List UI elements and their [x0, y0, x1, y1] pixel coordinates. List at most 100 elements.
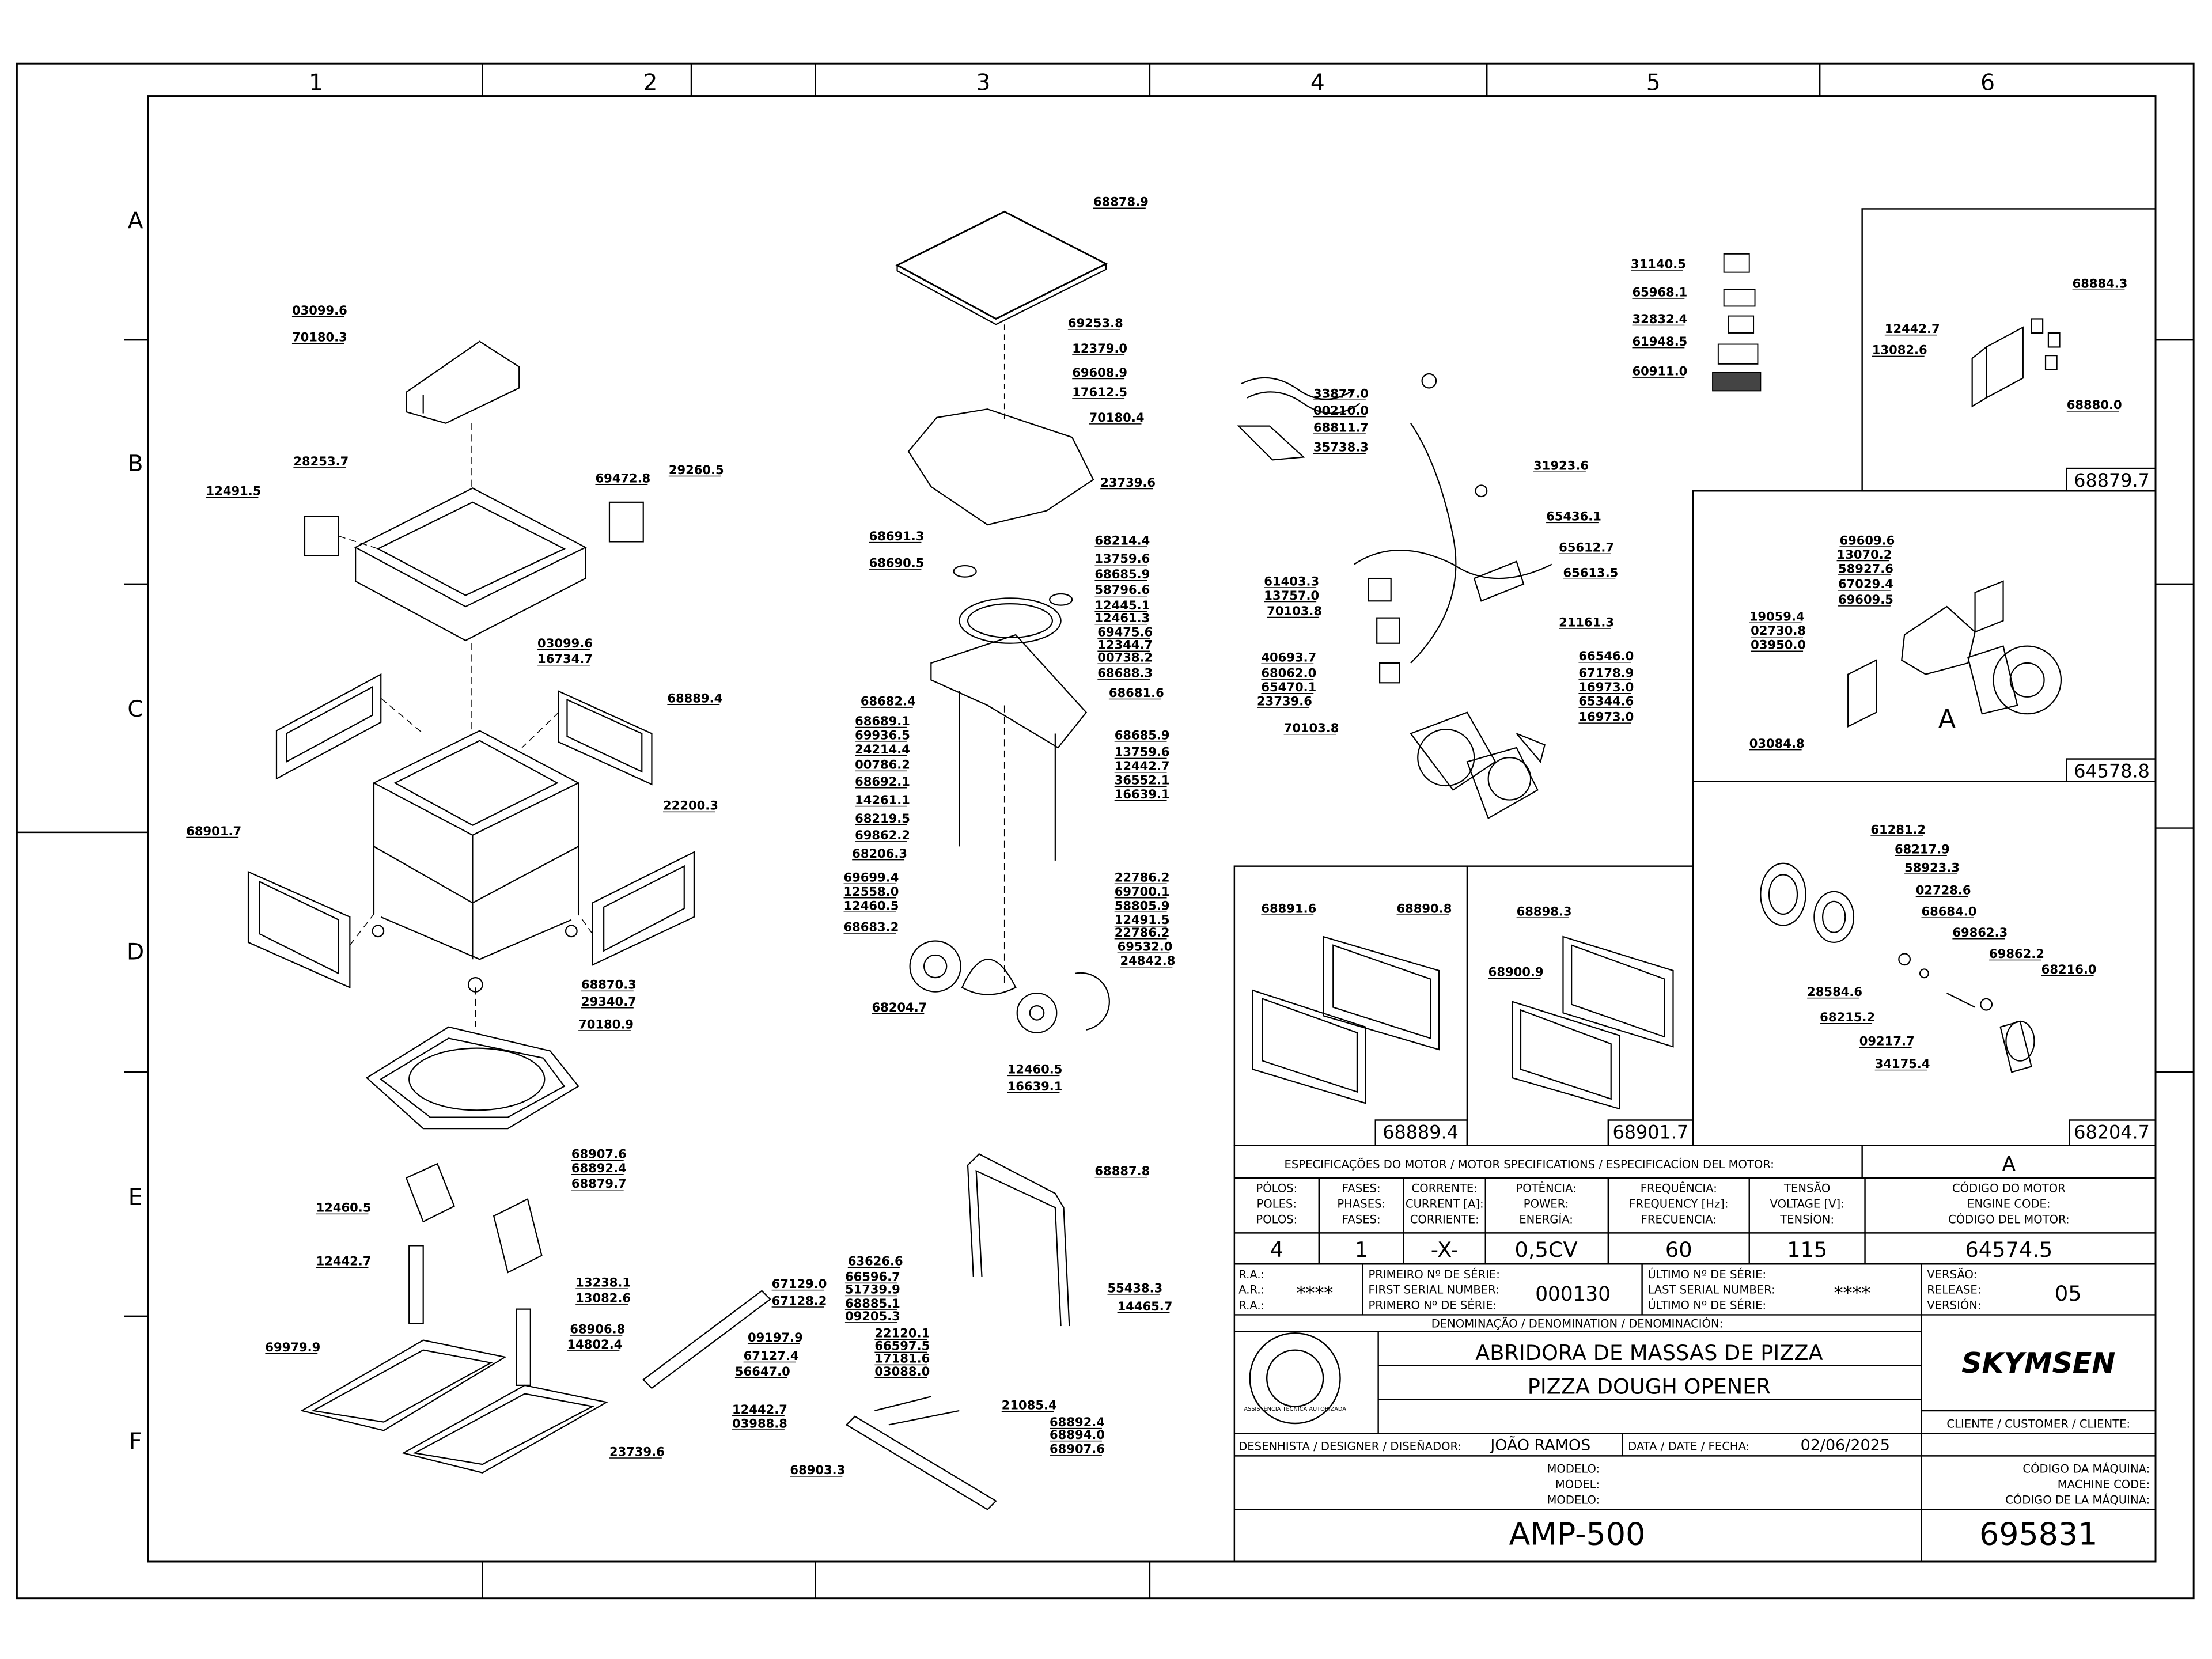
part-number-label: 69472.8 [595, 471, 650, 486]
part-number-label: 58796.6 [1094, 582, 1150, 597]
part-number-label: 65470.1 [1261, 680, 1316, 694]
part-number-label: 02730.8 [1751, 623, 1806, 638]
part-number-label: 03099.6 [292, 303, 347, 317]
part-number-label: 68907.6 [571, 1147, 627, 1161]
part-number-label: 68879.7 [571, 1176, 627, 1191]
part-number-label: 68907.6 [1050, 1441, 1105, 1456]
subpanel-id-top-right: 68879.7 [2074, 469, 2150, 491]
part-number-label: 09205.3 [845, 1309, 900, 1323]
part-number-label: 68894.0 [1050, 1427, 1105, 1442]
part-number-label: 23739.6 [1257, 694, 1312, 708]
title-block-text: ESPECIFICAÇÕES DO MOTOR / MOTOR SPECIFIC… [1238, 1153, 2150, 1552]
motor-drawing [1847, 580, 2062, 728]
part-number-label: 69532.0 [1118, 940, 1173, 954]
grid-col-3: 3 [976, 70, 990, 96]
part-number-label: 69609.5 [1838, 592, 1893, 607]
col-polos-es: POLOS: [1256, 1213, 1297, 1226]
part-number-label: 68683.2 [843, 919, 899, 934]
spec-header: ESPECIFICAÇÕES DO MOTOR / MOTOR SPECIFIC… [1284, 1158, 1774, 1171]
part-number-label: 68684.0 [1922, 904, 1977, 918]
part-number-label: 68689.1 [855, 714, 910, 728]
part-number-label: 68900.9 [1488, 965, 1544, 979]
col-frecuencia: FRECUENCIA: [1641, 1213, 1717, 1226]
part-number-label: 56647.0 [735, 1364, 790, 1378]
part-number-label: 17181.6 [874, 1351, 930, 1366]
part-number-label: 29260.5 [669, 463, 724, 477]
subpanel-id-motor: 64578.8 [2074, 760, 2150, 782]
last-serial-label-en: LAST SERIAL NUMBER: [1647, 1283, 1775, 1297]
grid-row-d: D [127, 939, 144, 965]
part-number-label: 22200.3 [663, 798, 718, 813]
part-number-label: 69608.9 [1072, 365, 1127, 380]
part-number-label: 67128.2 [772, 1293, 827, 1308]
part-number-label: 14261.1 [855, 793, 910, 807]
col-corriente: CORRIENTE: [1410, 1213, 1479, 1226]
col-tension: TENSÍON: [1779, 1213, 1834, 1226]
value-phases: 1 [1355, 1237, 1368, 1262]
electrical-assembly [1237, 373, 1552, 820]
authorized-service-seal: ASSISTÊNCIA TÉCNICA AUTORIZADA [1244, 1405, 1346, 1412]
part-number-label: 12491.5 [1115, 912, 1170, 927]
part-number-label: 14802.4 [567, 1337, 622, 1351]
part-number-label: 68204.7 [872, 1000, 927, 1014]
part-number-label: 70180.4 [1089, 410, 1145, 425]
part-number-label: 35738.3 [1313, 440, 1369, 454]
part-number-label: 58927.6 [1838, 561, 1893, 575]
grid-col-6: 6 [1980, 70, 1995, 96]
part-number-label: 65344.6 [1578, 694, 1634, 708]
last-serial-label-pt: ÚLTIMO Nº DE SÉRIE: [1647, 1267, 1766, 1281]
date-label: DATA / DATE / FECHA: [1628, 1440, 1749, 1453]
part-number-label: 69979.9 [265, 1340, 320, 1354]
col-energia: ENERGÍA: [1519, 1213, 1573, 1226]
col-power: POWER: [1524, 1197, 1569, 1210]
part-number-label: 69609.6 [1839, 533, 1895, 547]
part-number-label: 65613.5 [1563, 566, 1618, 580]
grid-column-labels: 1 2 3 4 5 6 [309, 70, 1995, 96]
product-name-en: PIZZA DOUGH OPENER [1528, 1374, 1771, 1399]
part-number-label: 68891.6 [1261, 901, 1316, 915]
part-number-label: 12491.5 [206, 484, 262, 498]
part-number-label: 13759.6 [1115, 745, 1170, 759]
part-number-label: 12460.5 [843, 899, 899, 913]
part-number-label: 69475.6 [1097, 624, 1153, 639]
col-corrente: CORRENTE: [1412, 1181, 1478, 1195]
part-number-label: 69253.8 [1068, 316, 1123, 330]
part-number-label: 68681.6 [1109, 685, 1164, 700]
part-number-label: 33877.0 [1313, 387, 1369, 401]
part-number-label: 03088.0 [874, 1364, 930, 1378]
part-number-label: 13070.2 [1837, 547, 1892, 562]
part-number-label: 58805.9 [1115, 899, 1170, 913]
part-number-label: 68214.4 [1094, 533, 1150, 547]
last-serial-label-es: ÚLTIMO Nº DE SÉRIE: [1647, 1298, 1766, 1312]
part-number-label: 69699.4 [843, 870, 899, 885]
part-number-label: 12344.7 [1097, 638, 1153, 652]
part-number-label: 68692.1 [855, 774, 910, 789]
part-number-label: 70180.3 [292, 330, 347, 344]
col-frequencia: FREQUÊNCIA: [1641, 1181, 1717, 1195]
gasket-drawings [1252, 935, 1674, 1110]
handle-assembly [642, 1153, 1070, 1510]
part-number-label: 61948.5 [1632, 334, 1687, 349]
part-number-label: 00786.2 [855, 757, 910, 772]
part-number-label: 21161.3 [1559, 615, 1614, 629]
part-number-label: 16973.0 [1578, 709, 1634, 724]
part-number-label: 68216.0 [2041, 962, 2097, 976]
grid-row-b: B [128, 451, 143, 477]
ra-label-es: R.A.: [1238, 1299, 1264, 1312]
part-number-label: 36552.1 [1115, 773, 1170, 787]
part-number-label: 55438.3 [1107, 1281, 1162, 1295]
col-fases-es: FASES: [1342, 1213, 1381, 1226]
ra-label-pt: R.A.: [1238, 1268, 1264, 1281]
part-number-label: 02728.6 [1916, 883, 1971, 897]
machine-code-label-pt: CÓDIGO DA MÁQUINA: [2022, 1462, 2150, 1476]
value-power: 0,5CV [1515, 1237, 1578, 1262]
col-engine-en: ENGINE CODE: [1967, 1197, 2050, 1210]
part-number-label: 12558.0 [843, 884, 899, 899]
part-number-label: 51739.9 [845, 1282, 900, 1297]
part-number-label: 68870.3 [581, 978, 637, 992]
model-label-pt: MODELO: [1547, 1463, 1600, 1476]
part-number-label: 66546.0 [1578, 649, 1634, 663]
part-number-label: 68878.9 [1093, 195, 1149, 209]
first-serial-label-en: FIRST SERIAL NUMBER: [1369, 1283, 1499, 1297]
